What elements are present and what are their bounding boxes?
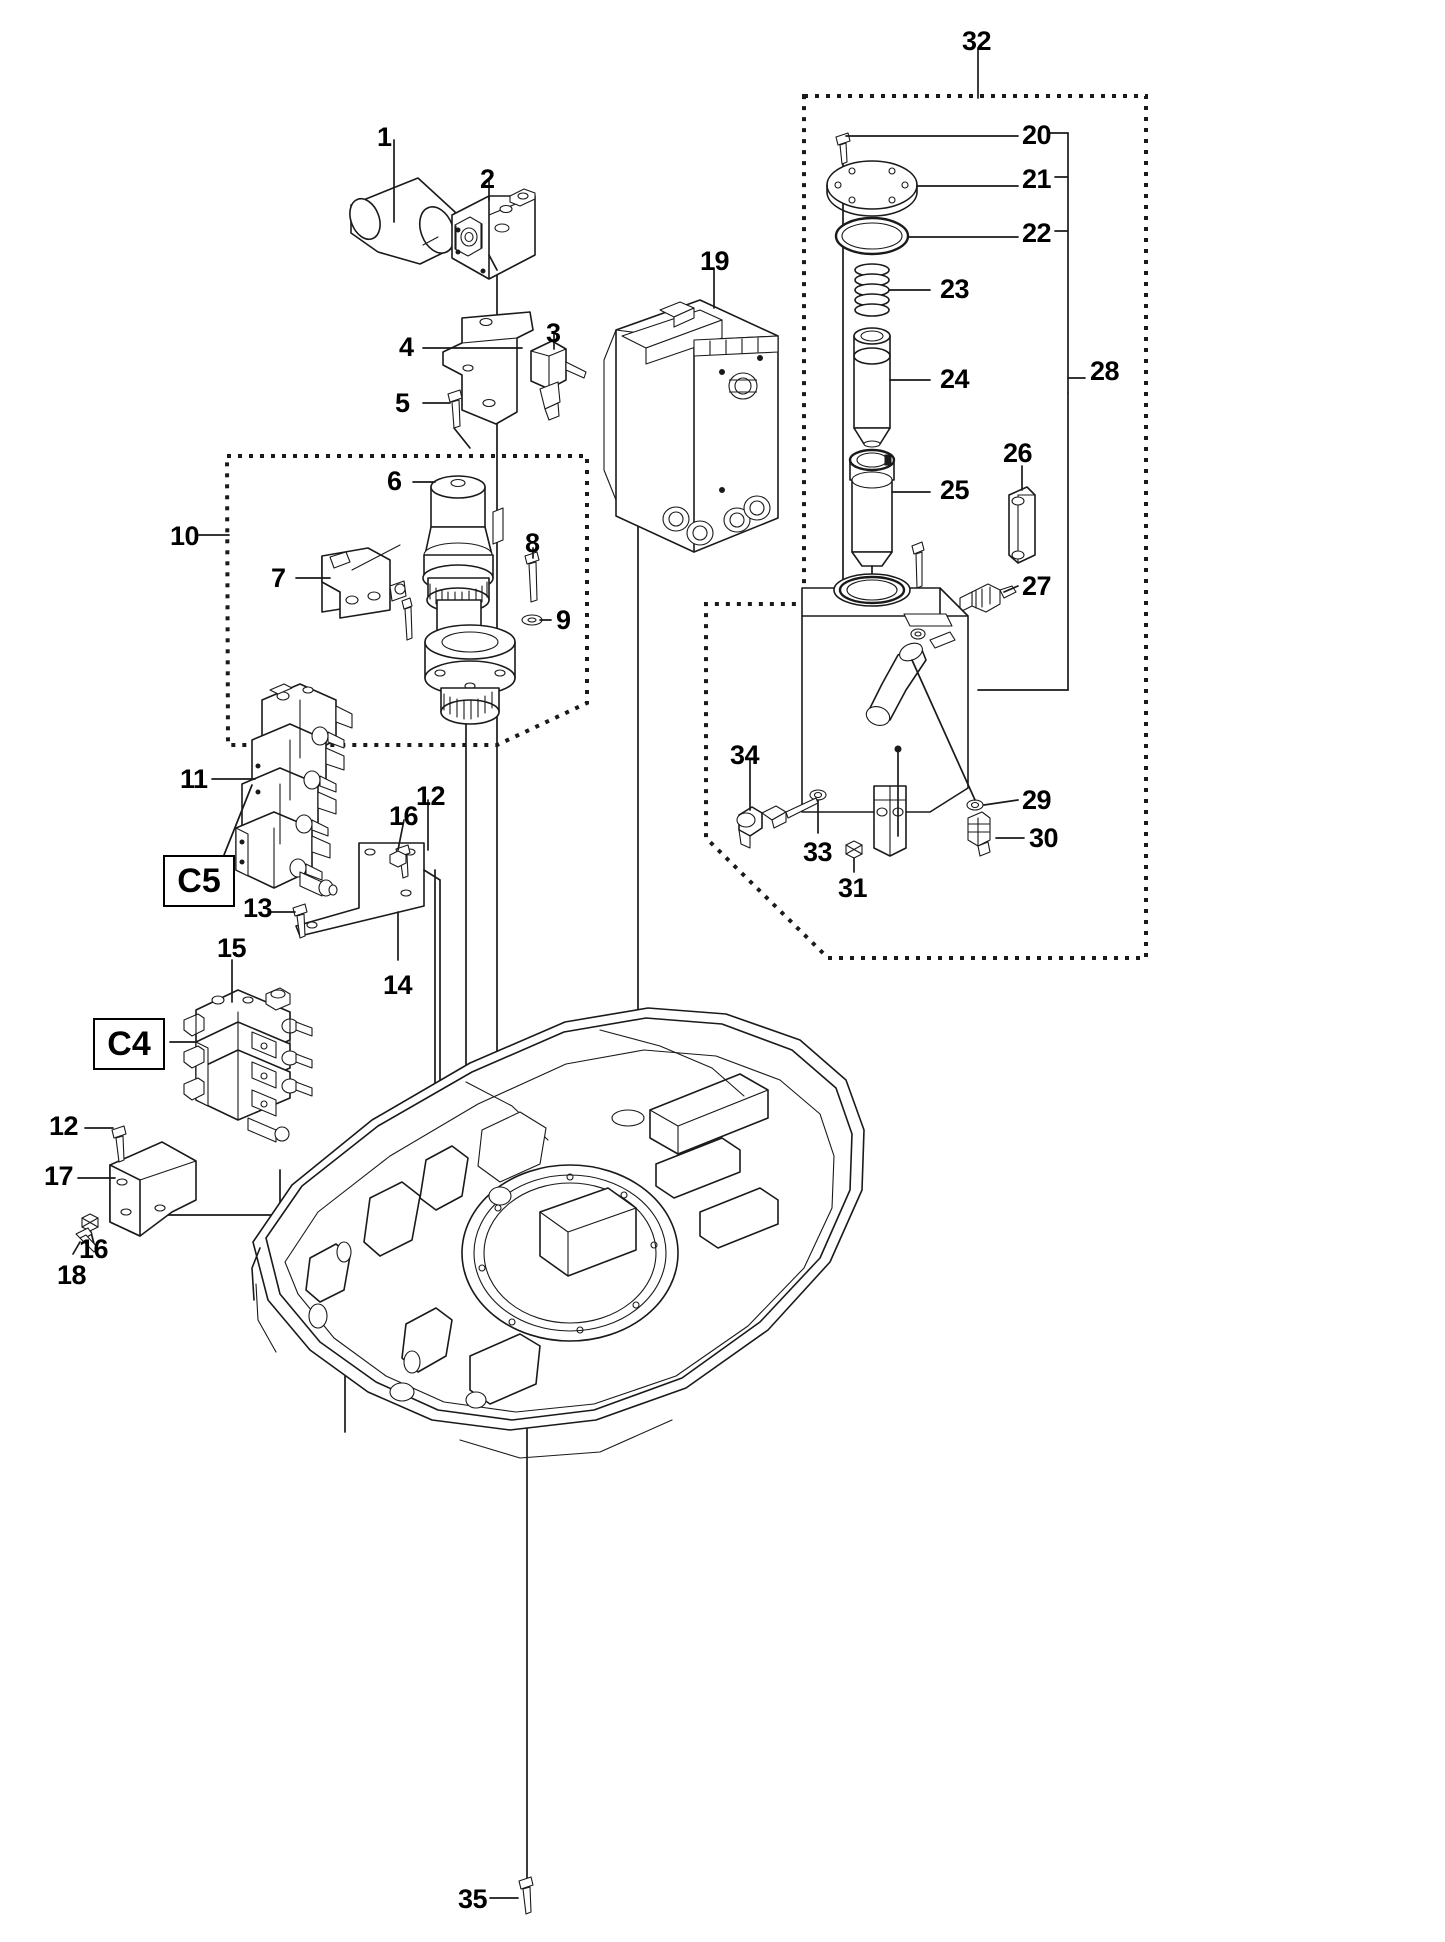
callout-19: 19 [700, 246, 730, 276]
part-31-nut [845, 840, 863, 873]
callout-6: 6 [387, 466, 402, 496]
part-16-nut-lower [81, 1213, 99, 1249]
part-16-nut-upper [389, 819, 407, 868]
part-5-bolt [422, 389, 471, 449]
code-box-c5: C5 [163, 855, 235, 907]
callout-9: 9 [556, 605, 571, 635]
part-9-washer [401, 597, 552, 641]
part-20-screw [835, 132, 1019, 589]
callout-24: 24 [940, 364, 970, 394]
part-7-support-bracket [295, 544, 407, 619]
callout-4: 4 [399, 332, 414, 362]
part-12-bolt-lower [84, 1125, 127, 1163]
callout-2: 2 [480, 164, 495, 194]
callout-11: 11 [180, 764, 208, 794]
callout-1: 1 [377, 122, 392, 152]
callout-12-lower: 12 [49, 1111, 79, 1141]
callout-20: 20 [1022, 120, 1052, 150]
callout-31: 31 [838, 873, 868, 903]
callout-10: 10 [170, 521, 200, 551]
part-2-valve-block [451, 180, 536, 280]
hydraulic-tank-body [801, 541, 969, 857]
part-4-mounting-bracket [422, 311, 534, 425]
callout-15: 15 [217, 933, 247, 963]
callout-5: 5 [395, 388, 410, 418]
part-22-o-ring-seal [834, 216, 1019, 256]
callout-26: 26 [1003, 438, 1033, 468]
callout-13: 13 [243, 893, 273, 923]
part-30-drain-valve [967, 811, 1025, 857]
callout-30: 30 [1029, 823, 1059, 853]
part-26-sight-gauge [1008, 465, 1036, 564]
part-23-spring [854, 263, 931, 317]
part-34-breather-valve [736, 759, 819, 849]
callout-12-upper: 12 [416, 781, 446, 811]
part-11-valve-block-c5 [211, 683, 353, 897]
part-29-drain-fitting [911, 659, 1019, 811]
part-8-bolt [524, 547, 540, 603]
callout-29: 29 [1022, 785, 1052, 815]
part-6-swivel-joint [412, 475, 516, 725]
base-frame-chassis [251, 1007, 865, 1459]
group-32-dashed-enclosure [704, 94, 1148, 960]
part-19-hydraulic-cooler [603, 267, 779, 553]
callout-34: 34 [730, 740, 760, 770]
callout-18: 18 [57, 1260, 87, 1290]
part-3-solenoid-valve [530, 333, 587, 421]
part-1-accumulator-cylinder [349, 139, 456, 265]
callout-16-lower: 16 [79, 1234, 109, 1264]
callout-21: 21 [1022, 164, 1052, 194]
callout-33: 33 [803, 837, 833, 867]
part-18-bolt [72, 1227, 99, 1255]
callout-17: 17 [44, 1161, 74, 1191]
part-21-tank-cover-plate [826, 160, 1019, 217]
callout-14: 14 [383, 970, 413, 1000]
part-25-filter-housing [848, 448, 931, 601]
part-24-filter-element [853, 327, 931, 448]
group-28-bracket [977, 132, 1086, 691]
group-10-dashed-enclosure [224, 454, 589, 747]
part-15-valve-block-c4 [169, 959, 313, 1143]
callout-27: 27 [1022, 571, 1052, 601]
part-35-bolt [489, 1876, 534, 1915]
callout-3: 3 [546, 318, 561, 348]
part-13-bolt [267, 903, 308, 939]
callout-25: 25 [940, 475, 970, 505]
callout-22: 22 [1022, 218, 1052, 248]
callout-16-upper: 16 [389, 801, 419, 831]
part-27-fitting [959, 583, 1019, 613]
callout-8: 8 [525, 528, 540, 558]
callout-28: 28 [1090, 356, 1120, 386]
callout-32: 32 [962, 26, 992, 56]
part-17-angle-bracket [77, 1141, 197, 1237]
part-33-washer [809, 789, 827, 834]
callout-23: 23 [940, 274, 970, 304]
callout-35: 35 [458, 1884, 488, 1914]
callout-7: 7 [271, 563, 286, 593]
code-box-c4: C4 [93, 1018, 165, 1070]
